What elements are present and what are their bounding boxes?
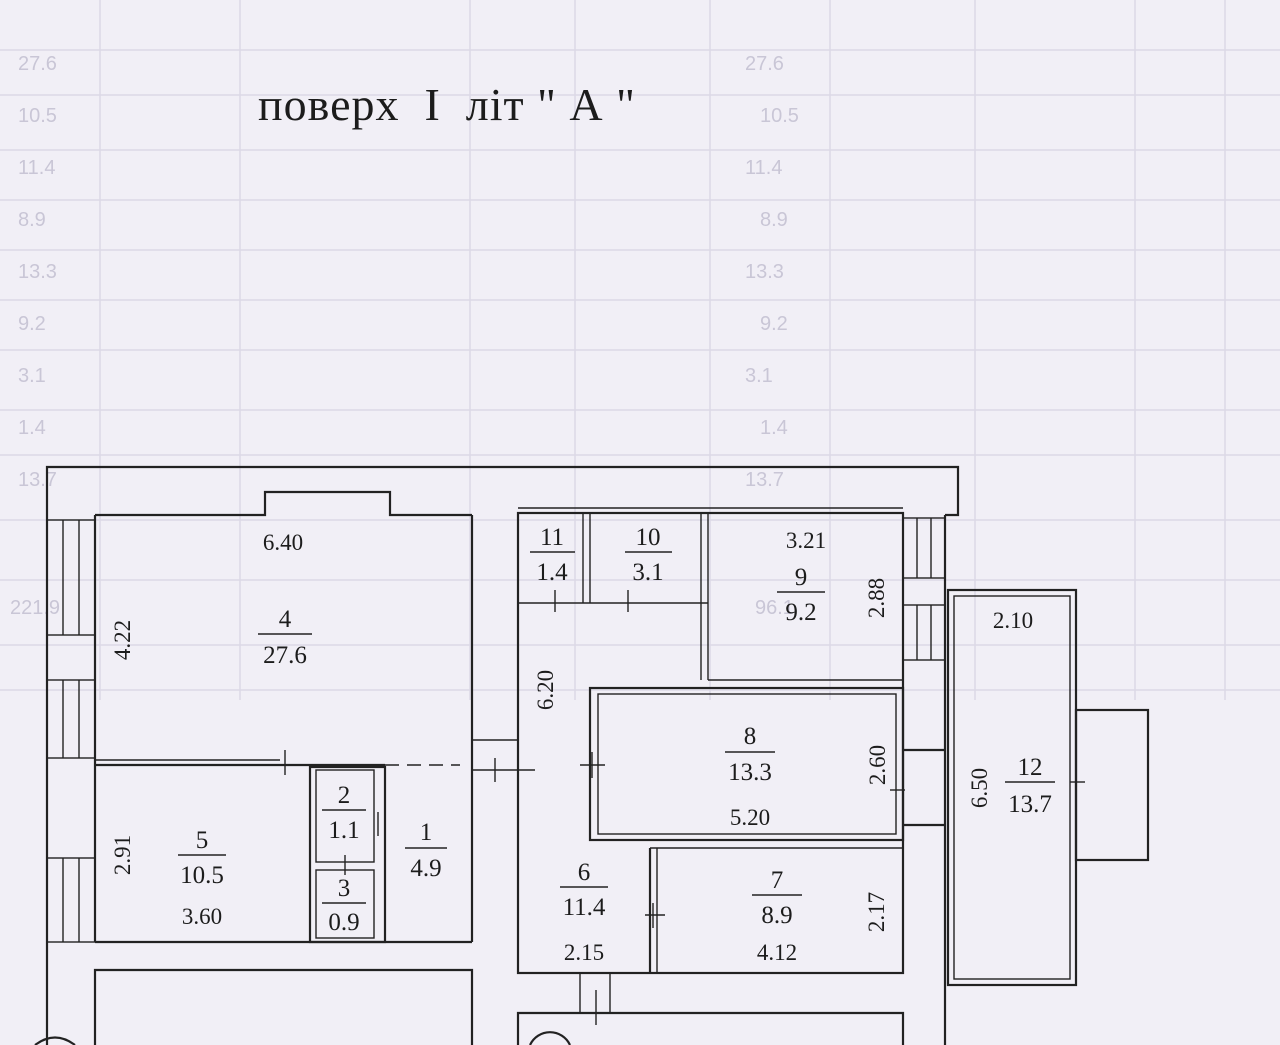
room-number: 1	[420, 819, 433, 846]
floor-title: поверх І літ " А "	[258, 79, 636, 130]
dimension-room7-height: 2.17	[864, 892, 889, 932]
background-table-column-2: 27.6 10.5 11.4 8.9 13.3 9.2 3.1 1.4 13.7	[745, 53, 799, 491]
room-7-label: 7 8.9	[761, 867, 792, 929]
section-marker-circle	[529, 1031, 571, 1045]
room-area: 27.6	[263, 642, 307, 669]
dimension-room8-width: 5.20	[730, 805, 770, 830]
background-table-cell: 10.5	[18, 105, 57, 127]
background-table-cell: 1.4	[18, 417, 46, 439]
background-table-cell: 9.2	[18, 313, 46, 335]
room-area: 8.9	[761, 902, 792, 929]
room-number: 4	[279, 606, 292, 633]
room-number: 10	[636, 524, 661, 551]
room-area: 1.4	[536, 559, 568, 586]
room-area: 13.7	[1008, 791, 1052, 818]
room-8-label: 8 13.3	[728, 723, 772, 786]
dimension-room5-height: 2.91	[110, 835, 135, 875]
room-area: 0.9	[328, 909, 359, 936]
dimension-room7-width: 4.12	[757, 940, 797, 965]
background-total-2: 96.1	[755, 597, 794, 619]
room-9-label: 9 9.2	[785, 564, 816, 626]
room-number: 11	[540, 524, 564, 551]
room-number: 3	[338, 875, 351, 902]
dimension-room6-height: 6.20	[533, 670, 558, 710]
room-4-label: 4 27.6	[263, 606, 307, 669]
room-11-label: 11 1.4	[536, 524, 568, 586]
dimension-room9-width: 3.21	[786, 528, 826, 553]
background-table-cell: 3.1	[18, 365, 46, 387]
room-number: 6	[578, 859, 591, 886]
room-1-label: 1 4.9	[410, 819, 441, 882]
room-number: 8	[744, 723, 757, 750]
dimension-room9-height: 2.88	[864, 578, 889, 618]
background-table-cell: 10.5	[760, 105, 799, 127]
room-number: 2	[338, 782, 351, 809]
room-number: 12	[1018, 754, 1043, 781]
background-table-cell: 3.1	[745, 365, 773, 387]
dimension-room6-width: 2.15	[564, 940, 604, 965]
background-table-cell: 27.6	[745, 53, 784, 75]
room-number: 7	[771, 867, 784, 894]
room-3-label: 3 0.9	[328, 875, 359, 936]
dimension-room12-height: 6.50	[967, 768, 992, 808]
dimension-room5-width: 3.60	[182, 904, 222, 929]
background-table-cell: 13.3	[18, 261, 57, 283]
room-area: 3.1	[632, 559, 663, 586]
background-table-cell: 8.9	[18, 209, 46, 231]
room-number: 5	[196, 827, 209, 854]
room-area: 9.2	[785, 599, 816, 626]
dimension-room12-width: 2.10	[993, 608, 1033, 633]
room-area: 4.9	[410, 855, 441, 882]
background-table-cell: 13.3	[745, 261, 784, 283]
dimension-room4-width: 6.40	[263, 530, 303, 555]
room-2-label: 2 1.1	[328, 782, 359, 844]
background-table-column-1: 27.610.511.48.913.39.23.11.413.7	[18, 53, 57, 491]
dimension-room4-height: 4.22	[110, 620, 135, 660]
room-area: 11.4	[563, 894, 606, 921]
background-table-cell: 27.6	[18, 53, 57, 75]
room-area: 10.5	[180, 862, 224, 889]
room-10-label: 10 3.1	[632, 524, 663, 586]
background-table-cell: 1.4	[760, 417, 788, 439]
break-line-mark	[34, 1036, 76, 1045]
background-table-cell: 9.2	[760, 313, 788, 335]
room-area: 13.3	[728, 759, 772, 786]
dimension-room8-height: 2.60	[865, 745, 890, 785]
room-area: 1.1	[328, 817, 359, 844]
background-table-cell: 11.4	[18, 157, 55, 179]
room-6-label: 6 11.4	[563, 859, 606, 921]
room-12-label: 12 13.7	[1008, 754, 1052, 818]
background-table-cell: 13.7	[745, 469, 784, 491]
room-5-label: 5 10.5	[180, 827, 224, 889]
room-number: 9	[795, 564, 808, 591]
background-table-cell: 11.4	[745, 157, 782, 179]
background-table-cell: 8.9	[760, 209, 788, 231]
